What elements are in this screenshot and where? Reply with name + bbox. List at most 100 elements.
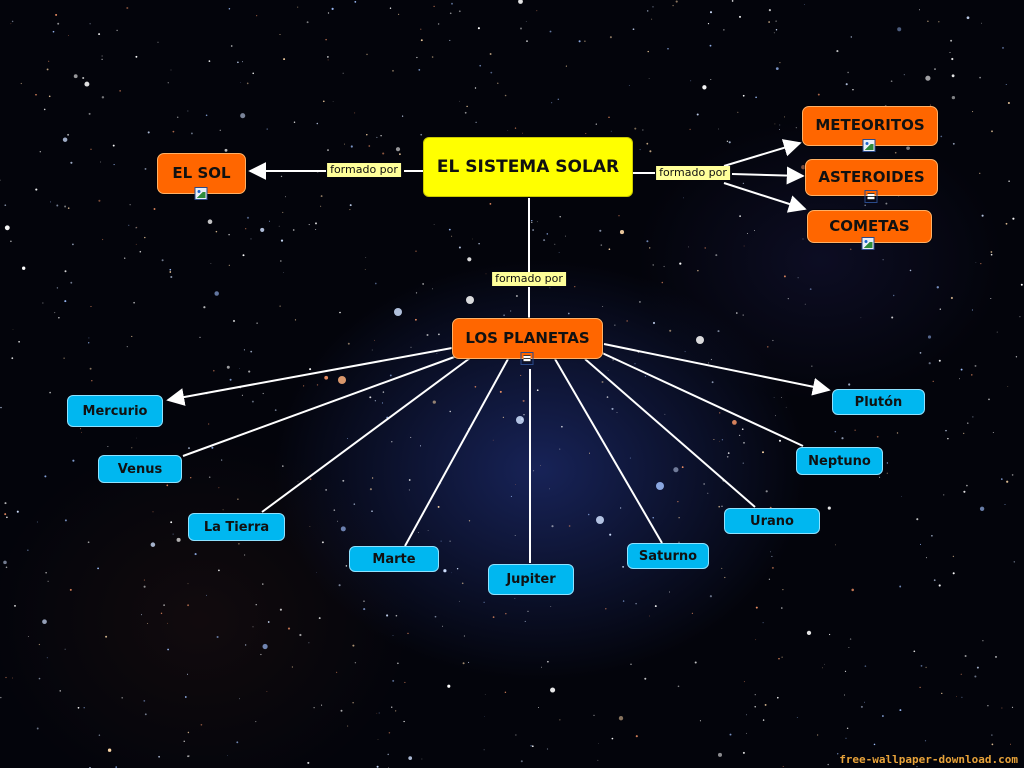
star: [894, 151, 897, 154]
planet-node-mercurio[interactable]: Mercurio: [67, 395, 163, 427]
connector-urano: [584, 358, 756, 508]
star: [936, 286, 939, 289]
document-icon[interactable]: [520, 352, 534, 365]
star: [187, 447, 191, 450]
star: [368, 145, 371, 147]
planet-node-urano[interactable]: Urano: [724, 508, 820, 534]
star: [492, 616, 495, 618]
image-icon[interactable]: [194, 187, 208, 200]
star: [371, 477, 374, 479]
star: [318, 617, 321, 620]
star: [468, 661, 470, 663]
star: [449, 410, 451, 413]
star: [315, 222, 317, 225]
star: [876, 435, 879, 438]
star: [280, 175, 283, 178]
star: [588, 452, 591, 454]
node-asteroides[interactable]: ASTEROIDES: [805, 159, 938, 196]
star: [742, 182, 745, 185]
star: [717, 330, 720, 333]
star: [11, 20, 14, 23]
image-icon[interactable]: [861, 237, 875, 250]
root-node-el-sistema-solar[interactable]: EL SISTEMA SOLAR: [423, 137, 633, 197]
star: [864, 204, 867, 207]
star: [371, 349, 373, 351]
star: [950, 39, 953, 42]
star: [320, 205, 322, 207]
star: [845, 737, 847, 739]
star: [1006, 480, 1009, 483]
star: [551, 102, 553, 104]
planet-node-neptuno[interactable]: Neptuno: [796, 447, 883, 475]
star: [35, 94, 37, 96]
star: [949, 52, 951, 54]
star: [479, 64, 482, 67]
star: [139, 250, 142, 253]
star: [322, 100, 325, 103]
star: [415, 292, 418, 294]
star: [947, 437, 949, 440]
star: [458, 246, 461, 249]
star: [828, 633, 831, 636]
star: [77, 706, 80, 709]
star: [920, 665, 923, 667]
planet-node-venus[interactable]: Venus: [98, 455, 182, 483]
star: [972, 416, 974, 418]
star: [597, 759, 599, 761]
star: [677, 501, 679, 503]
star: [408, 479, 411, 481]
star: [97, 567, 99, 570]
star: [119, 90, 121, 92]
star: [316, 122, 319, 125]
image-icon[interactable]: [862, 139, 876, 152]
star: [952, 572, 955, 575]
star: [619, 230, 625, 235]
star: [504, 691, 507, 694]
star: [59, 690, 61, 692]
star: [721, 439, 724, 441]
star: [241, 394, 243, 396]
planet-node-saturno[interactable]: Saturno: [627, 543, 709, 569]
star: [279, 33, 281, 36]
connector-pluton: [603, 343, 831, 396]
star: [536, 10, 538, 12]
star: [731, 0, 734, 2]
star: [433, 224, 435, 225]
star: [768, 9, 771, 12]
star: [925, 666, 927, 669]
planet-node-jupiter[interactable]: Jupiter: [488, 564, 574, 595]
star: [419, 445, 422, 447]
star: [561, 425, 563, 428]
star: [618, 214, 620, 217]
star: [347, 438, 348, 439]
star: [622, 565, 625, 568]
star: [126, 6, 129, 10]
star: [991, 130, 993, 133]
star: [221, 459, 223, 461]
star: [321, 704, 323, 706]
star: [392, 69, 394, 72]
star: [126, 345, 128, 348]
star: [639, 149, 641, 151]
star: [746, 714, 747, 716]
star: [492, 439, 494, 441]
star: [172, 130, 175, 133]
star: [440, 483, 442, 485]
star: [458, 100, 460, 102]
star: [971, 309, 973, 311]
star: [167, 622, 169, 624]
star: [144, 167, 147, 170]
star: [64, 519, 67, 522]
star: [743, 245, 745, 247]
planet-node-la-tierra[interactable]: La Tierra: [188, 513, 285, 541]
star: [215, 230, 218, 233]
planet-node-pluton[interactable]: Plutón: [832, 389, 925, 415]
planet-node-marte[interactable]: Marte: [349, 546, 439, 572]
star: [374, 282, 377, 285]
star: [166, 484, 169, 487]
star: [213, 369, 215, 372]
document-icon[interactable]: [864, 190, 878, 203]
star: [477, 27, 480, 30]
star: [309, 478, 312, 481]
star: [549, 30, 552, 33]
